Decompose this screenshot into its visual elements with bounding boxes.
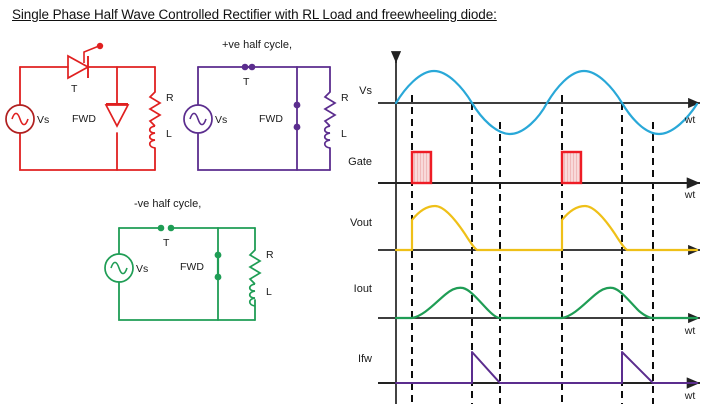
positive-circuit-source-label: Vs xyxy=(215,114,227,126)
switch-closed-symbol-fwd xyxy=(214,251,222,281)
resistor-symbol-negative xyxy=(248,249,262,285)
main-circuit-resistor-label: R xyxy=(166,92,174,104)
negative-circuit-switch-label: T xyxy=(163,237,170,249)
negative-circuit-inductor-label: L xyxy=(266,286,272,298)
waveform-axis-label-ifw: wt xyxy=(684,390,696,402)
inductor-symbol xyxy=(148,125,156,149)
positive-circuit-fwd-label: FWD xyxy=(259,113,283,125)
waveform-axis-label-iout: wt xyxy=(684,325,696,337)
negative-circuit-source-label: Vs xyxy=(136,263,148,275)
main-circuit: Vs T FWD R L xyxy=(5,42,174,171)
waveform-label-vout: Vout xyxy=(350,217,372,229)
ac-source-symbol-positive xyxy=(183,104,213,134)
waveform-axis-label-vs: wt xyxy=(684,114,696,126)
gate-pulse-2 xyxy=(560,150,583,185)
waveform-row-ifw: Ifw wt xyxy=(358,351,700,402)
waveform-panel: Vs wt Gate wt Vout Iout xyxy=(348,51,700,404)
main-circuit-source-label: Vs xyxy=(37,114,49,126)
positive-circuit-resistor-label: R xyxy=(341,92,349,104)
negative-half-cycle-circuit: -ve half cycle, Vs T xyxy=(104,198,274,321)
resistor-symbol-positive xyxy=(323,91,337,127)
negative-half-cycle-heading: -ve half cycle, xyxy=(134,198,201,210)
switch-closed-symbol-t xyxy=(241,63,256,71)
waveform-label-iout: Iout xyxy=(354,283,372,295)
time-marker-lines xyxy=(411,95,654,404)
waveform-row-gate: Gate wt xyxy=(348,150,700,201)
waveform-label-ifw: Ifw xyxy=(358,353,372,365)
waveform-label-gate: Gate xyxy=(348,156,372,168)
thyristor-symbol xyxy=(67,42,104,80)
waveform-axis-label-gate: wt xyxy=(684,189,696,201)
negative-circuit-fwd-label: FWD xyxy=(180,261,204,273)
gate-pulse-1 xyxy=(410,150,433,185)
negative-circuit-resistor-label: R xyxy=(266,249,274,261)
waveform-row-vout: Vout xyxy=(350,204,700,256)
fwd-diode-symbol xyxy=(104,103,130,128)
waveform-label-vs: Vs xyxy=(359,85,372,97)
positive-circuit-switch-label: T xyxy=(243,76,250,88)
waveform-curve-ifw xyxy=(395,351,698,384)
switch-open-symbol-t xyxy=(157,224,175,232)
waveform-curve-iout xyxy=(394,286,699,320)
positive-half-cycle-circuit: +ve half cycle, Vs xyxy=(183,39,349,171)
waveform-row-vs: Vs wt xyxy=(359,69,700,136)
positive-circuit-inductor-label: L xyxy=(341,128,347,140)
resistor-symbol xyxy=(148,91,162,127)
main-circuit-fwd-label: FWD xyxy=(72,113,96,125)
switch-open-symbol-fwd xyxy=(293,101,301,131)
main-circuit-inductor-label: L xyxy=(166,128,172,140)
waveform-curve-vs xyxy=(394,69,699,136)
waveform-curve-vout xyxy=(394,204,699,252)
waveform-row-iout: Iout wt xyxy=(354,283,700,337)
inductor-symbol-negative xyxy=(248,283,256,307)
inductor-symbol-positive xyxy=(323,125,331,149)
positive-half-cycle-heading: +ve half cycle, xyxy=(222,39,292,51)
ac-source-symbol xyxy=(5,104,35,134)
main-circuit-switch-label: T xyxy=(71,83,78,95)
ac-source-symbol-negative xyxy=(104,253,134,283)
page-title: Single Phase Half Wave Controlled Rectif… xyxy=(12,7,497,22)
